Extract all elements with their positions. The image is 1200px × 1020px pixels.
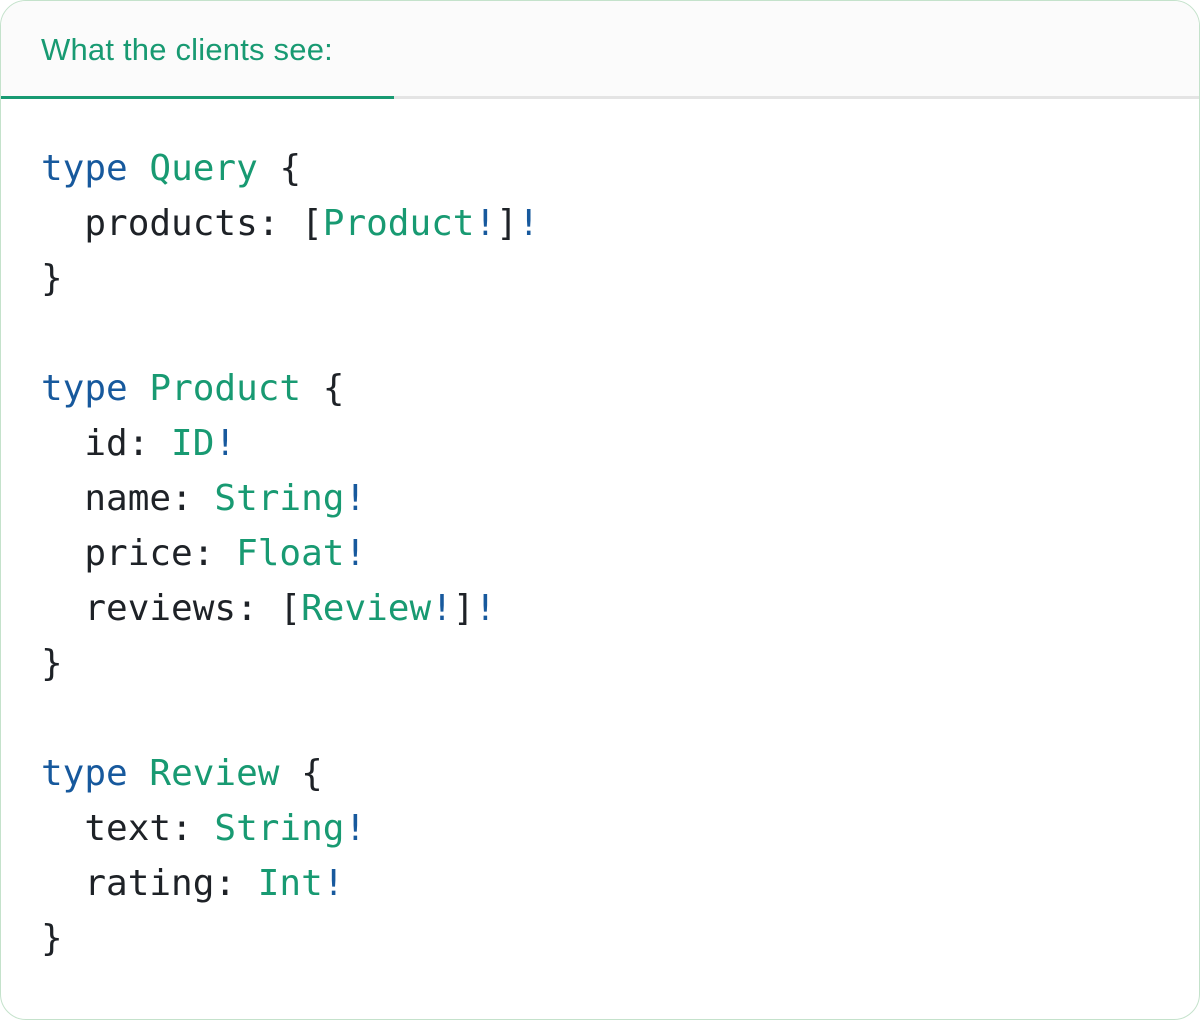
token-punctuation: text: — [41, 808, 215, 849]
code-line: type Review { — [41, 746, 1159, 801]
code-line: price: Float! — [41, 526, 1159, 581]
token-keyword: type — [41, 368, 128, 409]
header-divider — [1, 96, 1199, 99]
tab-label: What the clients see: — [41, 32, 333, 67]
token-type-name: Review — [301, 588, 432, 629]
token-non-null-bang: ! — [344, 533, 367, 574]
token-type-name: Query — [149, 148, 258, 189]
token-type-name: Int — [257, 863, 323, 904]
code-line: } — [41, 911, 1159, 966]
token-keyword: type — [41, 148, 128, 189]
token-type-name: Product — [149, 368, 302, 409]
code-line: } — [41, 251, 1159, 306]
token-punctuation: id: — [41, 423, 172, 464]
code-line: products: [Product!]! — [41, 196, 1159, 251]
token-punctuation — [128, 368, 150, 409]
graphql-schema-code: type Query { products: [Product!]!}type … — [1, 99, 1199, 966]
token-non-null-bang: ! — [474, 203, 497, 244]
tab-what-clients-see[interactable]: What the clients see: — [1, 1, 394, 99]
code-line: rating: Int! — [41, 856, 1159, 911]
code-line — [41, 691, 1159, 746]
token-punctuation: { — [279, 753, 323, 794]
code-line: text: String! — [41, 801, 1159, 856]
token-non-null-bang: ! — [474, 588, 497, 629]
token-non-null-bang: ! — [517, 203, 540, 244]
token-punctuation: ] — [452, 588, 475, 629]
token-punctuation — [128, 148, 150, 189]
tab-active-indicator — [1, 96, 394, 99]
code-line: } — [41, 636, 1159, 691]
token-non-null-bang: ! — [431, 588, 453, 629]
code-line: name: String! — [41, 471, 1159, 526]
code-line: type Query { — [41, 141, 1159, 196]
code-line: type Product { — [41, 361, 1159, 416]
token-type-name: Review — [149, 753, 280, 794]
token-punctuation: name: — [41, 478, 215, 519]
token-punctuation: } — [41, 643, 63, 684]
code-line — [41, 306, 1159, 361]
token-punctuation: reviews: [ — [41, 588, 302, 629]
token-punctuation: ] — [496, 203, 518, 244]
token-punctuation: } — [41, 918, 63, 959]
token-punctuation: { — [257, 148, 302, 189]
token-type-name: Product — [322, 203, 475, 244]
token-punctuation: products: [ — [41, 203, 323, 244]
token-punctuation: rating: — [41, 863, 258, 904]
token-punctuation: } — [41, 258, 63, 299]
code-line: id: ID! — [41, 416, 1159, 471]
token-keyword: type — [41, 753, 128, 794]
card-header: What the clients see: — [1, 1, 1199, 99]
token-non-null-bang: ! — [214, 423, 237, 464]
token-type-name: String — [214, 808, 345, 849]
token-non-null-bang: ! — [344, 808, 367, 849]
token-type-name: String — [214, 478, 345, 519]
token-punctuation: price: — [41, 533, 237, 574]
code-line: reviews: [Review!]! — [41, 581, 1159, 636]
token-non-null-bang: ! — [322, 863, 345, 904]
token-type-name: Float — [236, 533, 345, 574]
token-punctuation: { — [301, 368, 345, 409]
token-punctuation — [128, 753, 150, 794]
token-type-name: ID — [171, 423, 215, 464]
token-non-null-bang: ! — [344, 478, 367, 519]
